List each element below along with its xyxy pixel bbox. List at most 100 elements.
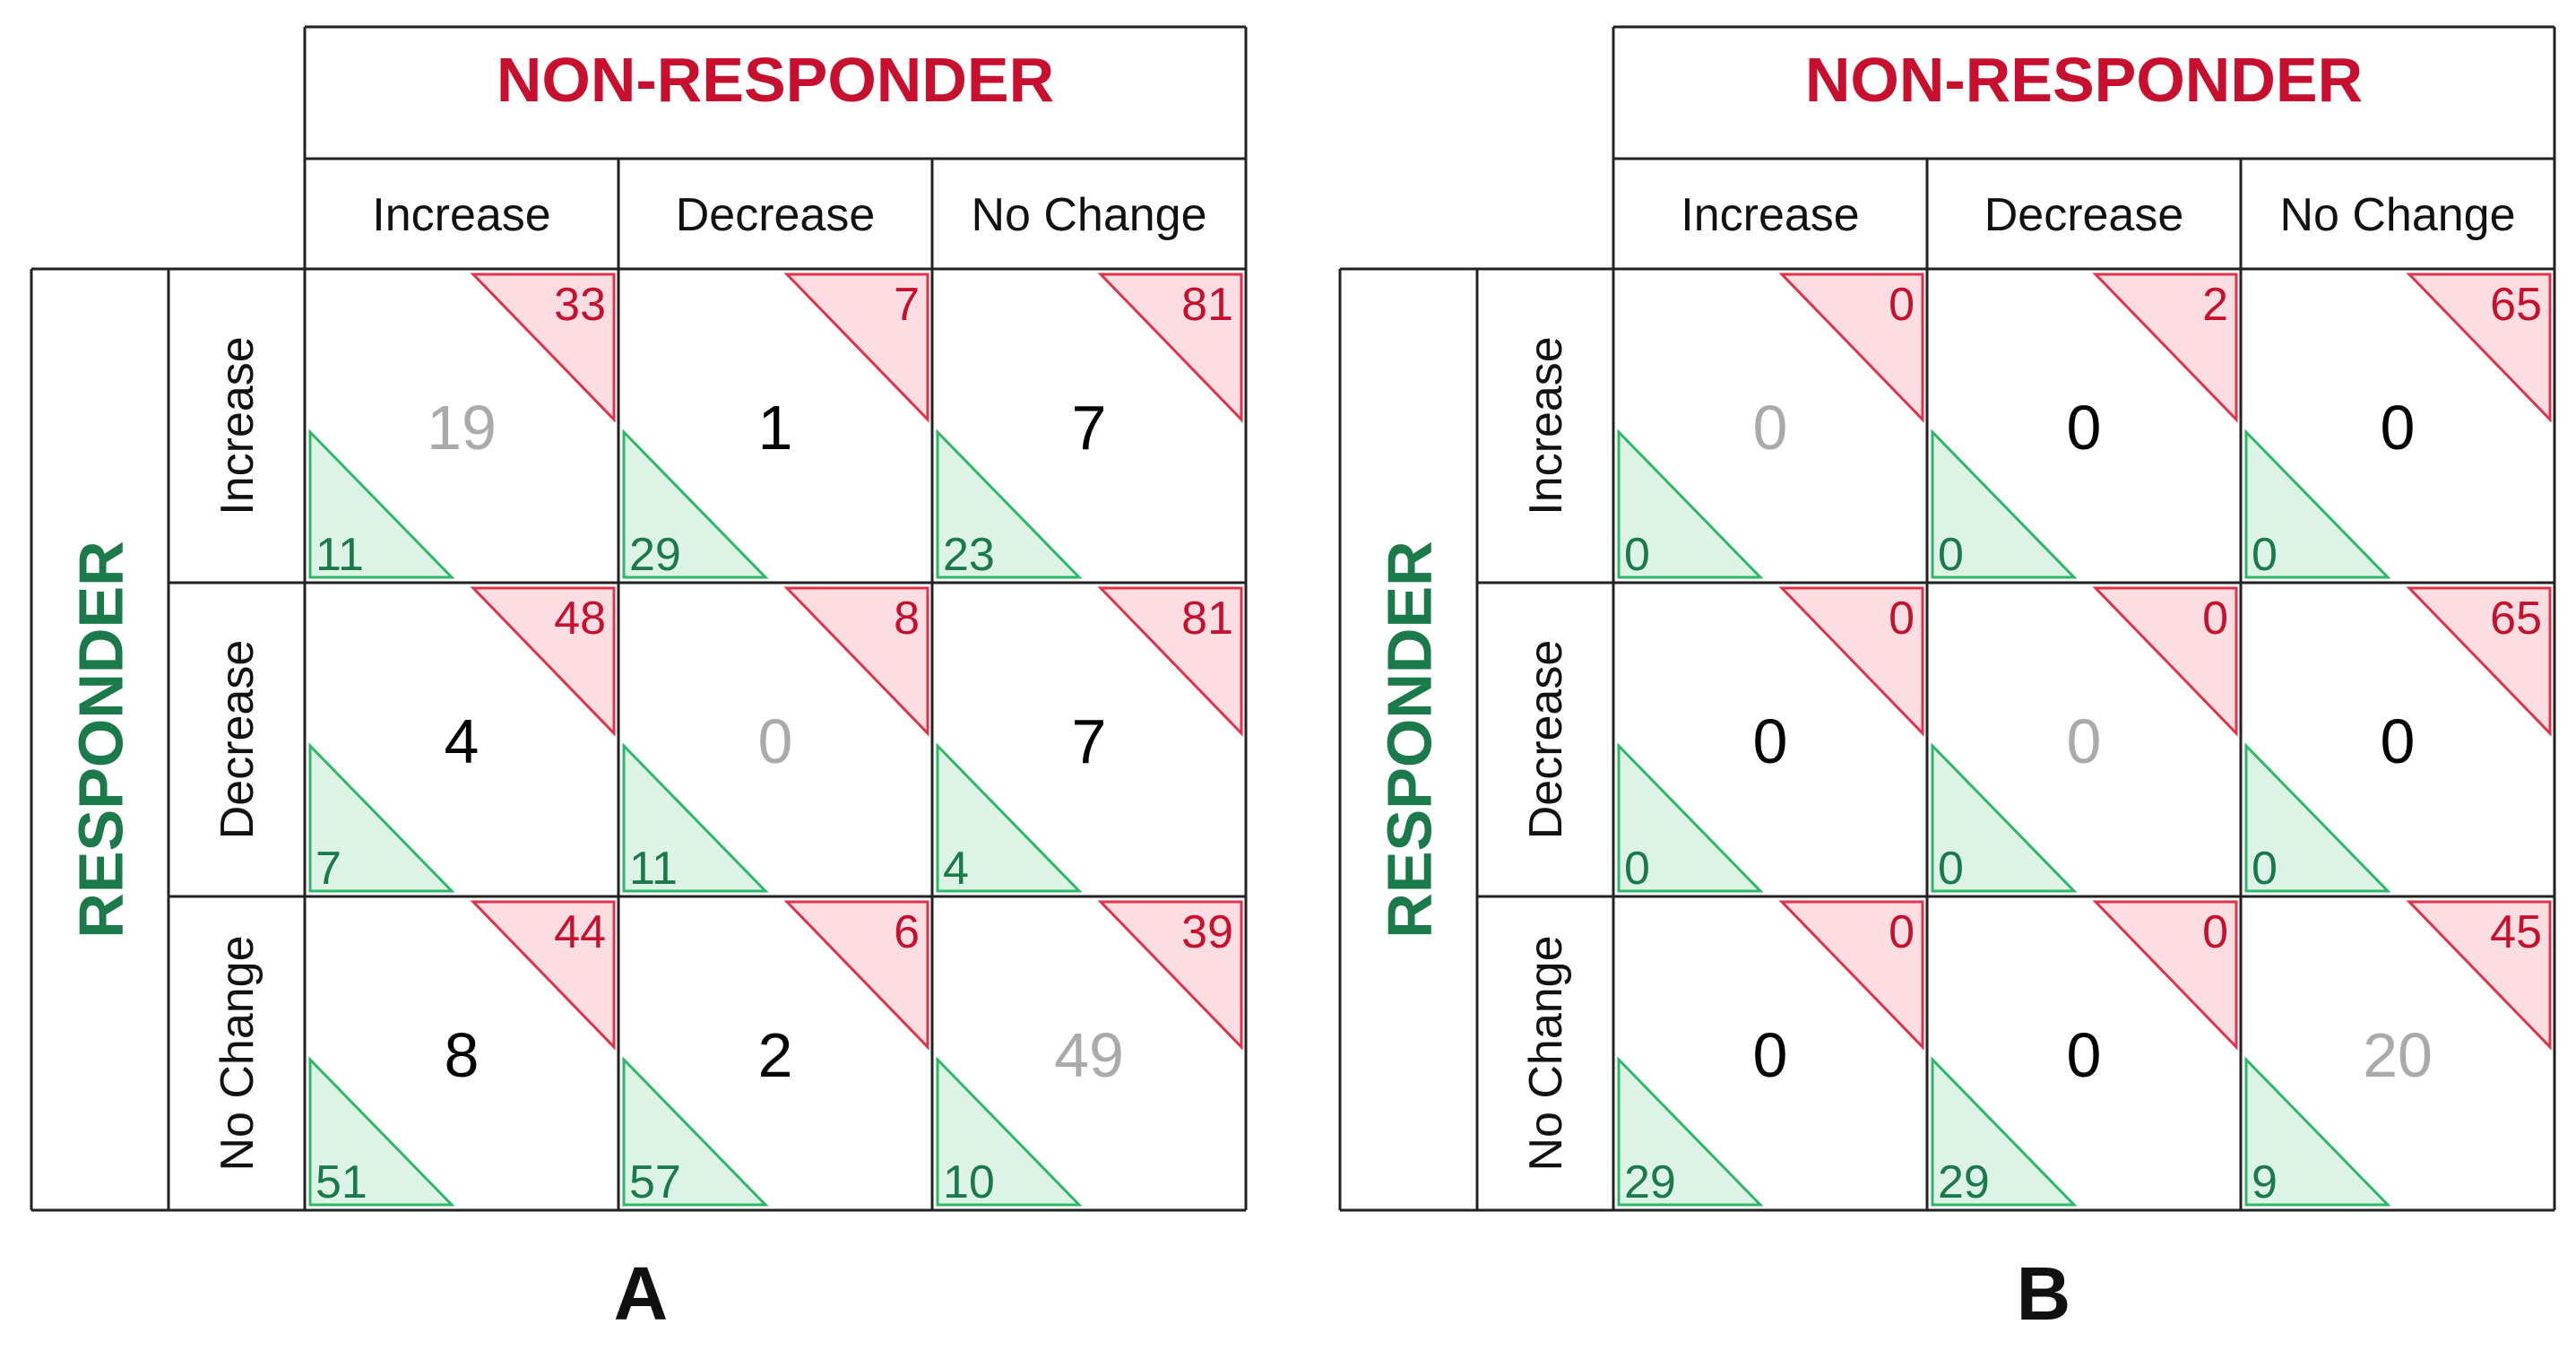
red-triangle	[783, 900, 929, 1051]
red-triangle	[2406, 900, 2552, 1051]
column-label: No Change	[2279, 189, 2515, 241]
green-triangle	[308, 1056, 455, 1207]
column-label: Decrease	[1984, 189, 2184, 241]
red-count: 65	[2490, 593, 2542, 645]
green-count: 7	[316, 843, 341, 895]
green-count: 29	[1938, 1156, 1990, 1208]
center-count: 49	[1054, 1020, 1124, 1090]
red-count: 8	[894, 593, 920, 645]
green-triangle	[2244, 428, 2391, 579]
green-count: 0	[1938, 843, 1964, 895]
green-triangle	[936, 742, 1083, 893]
red-count: 0	[1889, 279, 1915, 331]
green-triangle	[308, 742, 455, 893]
center-count: 0	[758, 706, 793, 776]
green-count: 9	[2252, 1156, 2278, 1208]
center-count: 2	[758, 1020, 793, 1090]
row-label: Decrease	[212, 640, 264, 840]
panel-label-a: A	[613, 1251, 669, 1336]
row-label: Increase	[1520, 336, 1572, 515]
red-triangle	[783, 586, 929, 737]
red-count: 0	[2202, 906, 2228, 958]
green-triangle	[2244, 1056, 2391, 1207]
green-count: 0	[2252, 843, 2278, 895]
red-triangle	[1778, 900, 1924, 1051]
red-count: 33	[554, 279, 606, 331]
red-count: 0	[2202, 593, 2228, 645]
red-count: 65	[2490, 279, 2542, 331]
green-count: 51	[316, 1156, 367, 1208]
red-count: 48	[554, 593, 606, 645]
center-count: 0	[2381, 706, 2416, 776]
red-triangle	[1097, 273, 1243, 423]
center-count: 0	[2381, 393, 2416, 463]
green-triangle	[308, 428, 455, 579]
center-count: 7	[1072, 706, 1107, 776]
center-count: 0	[1753, 1020, 1788, 1090]
red-triangle	[1097, 586, 1243, 737]
red-count: 0	[1889, 593, 1915, 645]
center-count: 0	[2067, 706, 2102, 776]
red-triangle	[470, 586, 616, 737]
green-count: 4	[943, 843, 969, 895]
green-triangle	[936, 1056, 1083, 1207]
green-triangle	[622, 428, 769, 579]
center-count: 0	[2067, 1020, 2102, 1090]
column-label: Decrease	[676, 189, 876, 241]
red-triangle	[2092, 273, 2238, 423]
center-count: 8	[445, 1020, 480, 1090]
red-count: 6	[894, 906, 920, 958]
red-triangle	[2406, 273, 2552, 423]
red-count: 45	[2490, 906, 2542, 958]
green-count: 29	[629, 529, 681, 581]
red-count: 7	[894, 279, 920, 331]
row-label: No Change	[212, 935, 264, 1171]
column-label: No Change	[971, 189, 1206, 241]
red-triangle	[1778, 273, 1924, 423]
responder-header: RESPONDER	[1375, 541, 1445, 938]
green-triangle	[2244, 742, 2391, 893]
red-triangle	[470, 900, 616, 1051]
green-count: 11	[629, 843, 678, 895]
green-triangle	[1617, 428, 1764, 579]
center-count: 0	[1753, 393, 1788, 463]
red-triangle	[1097, 900, 1243, 1051]
red-count: 0	[1889, 906, 1915, 958]
column-label: Increase	[372, 189, 550, 241]
panel-label-b: B	[2016, 1251, 2071, 1336]
row-label: Increase	[212, 336, 264, 515]
column-label: Increase	[1681, 189, 1859, 241]
non-responder-header: NON-RESPONDER	[497, 45, 1054, 115]
green-count: 10	[943, 1156, 995, 1208]
red-triangle	[783, 273, 929, 423]
center-count: 0	[1753, 706, 1788, 776]
green-triangle	[1617, 742, 1764, 893]
row-label: No Change	[1520, 935, 1572, 1171]
center-count: 7	[1072, 393, 1107, 463]
green-count: 0	[1624, 843, 1650, 895]
red-triangle	[1778, 586, 1924, 737]
green-count: 0	[1938, 529, 1964, 581]
green-triangle	[622, 1056, 769, 1207]
green-triangle	[936, 428, 1083, 579]
red-count: 81	[1181, 593, 1233, 645]
responder-header: RESPONDER	[66, 541, 136, 938]
center-count: 4	[445, 706, 480, 776]
center-count: 0	[2067, 393, 2102, 463]
center-count: 20	[2363, 1020, 2433, 1090]
green-count: 0	[2252, 529, 2278, 581]
red-count: 2	[2202, 279, 2228, 331]
non-responder-header: NON-RESPONDER	[1805, 45, 2363, 115]
red-count: 44	[554, 906, 606, 958]
center-count: 19	[427, 393, 497, 463]
red-triangle	[2092, 586, 2238, 737]
green-count: 11	[316, 529, 364, 581]
green-count: 0	[1624, 529, 1650, 581]
red-triangle	[2406, 586, 2552, 737]
green-triangle	[1931, 742, 2078, 893]
green-count: 29	[1624, 1156, 1676, 1208]
